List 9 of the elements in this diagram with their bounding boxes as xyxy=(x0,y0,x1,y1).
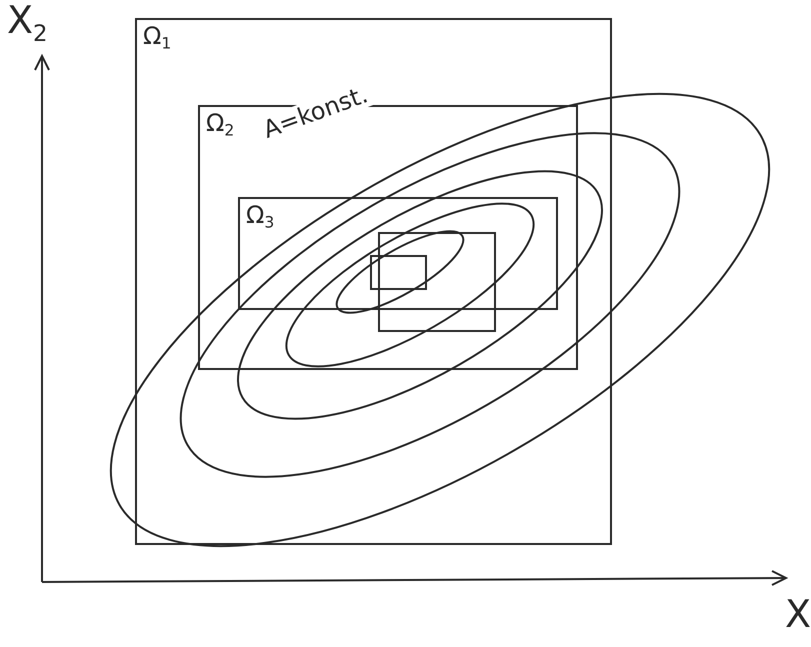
region-rectangle xyxy=(135,18,612,545)
axis-label: X$_{2}$ xyxy=(6,0,49,48)
region-label: Ω$_{2}$ xyxy=(206,109,234,140)
region-label: Ω$_{3}$ xyxy=(246,201,274,232)
region-rectangle xyxy=(370,255,427,290)
region-rectangle xyxy=(238,197,558,310)
region-label: Ω$_{1}$ xyxy=(143,22,172,54)
axis-label: X xyxy=(784,594,811,636)
region-rectangle xyxy=(378,232,496,332)
